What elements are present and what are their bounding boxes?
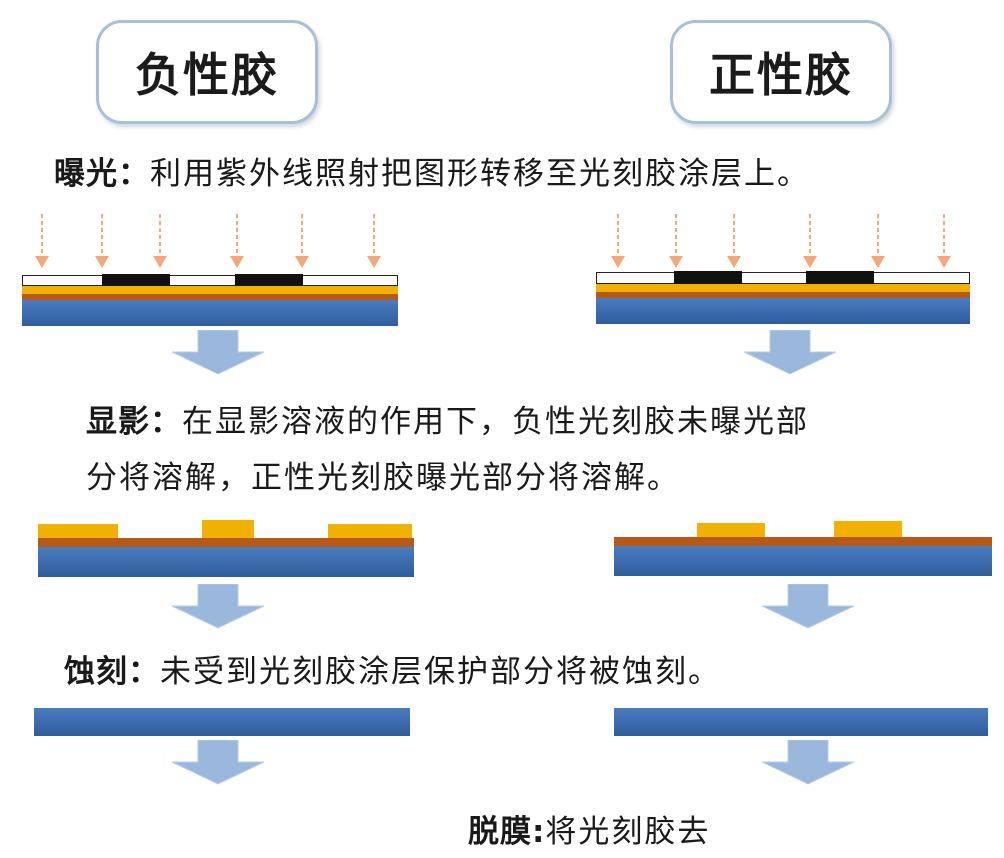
development-term: 显影 [86,404,150,440]
etching-sep: ： [128,654,160,690]
substrate-layer [22,300,398,326]
etched-substrate-positive [614,708,988,736]
uv-light-icon [611,214,951,268]
etching-step-text: 蚀刻：未受到光刻胶涂层保护部分将被蚀刻。 [64,646,721,691]
stripping-term: 脱膜 [468,814,532,850]
flow-arrow-icon [761,584,855,629]
photoresist-pattern [202,520,254,538]
negative-resist-heading: 负性胶 [96,20,318,124]
etching-desc: 未受到光刻胶涂层保护部分将被蚀刻。 [160,654,721,690]
photoresist-pattern [328,524,412,538]
development-sep: ： [150,404,182,440]
etched-substrate-negative [34,708,410,736]
substrate-layer [614,546,992,576]
flow-arrow-icon [171,740,265,785]
stripping-sep: : [532,814,546,850]
substrate-layer [596,298,970,324]
exposure-sep: ： [118,156,150,192]
film-layer [596,292,970,298]
film-layer [38,538,414,547]
exposure-step-text: 曝光：利用紫外线照射把图形转移至光刻胶涂层上。 [54,148,810,193]
photoresist-layer [22,286,398,294]
flow-arrow-icon [171,584,265,629]
photoresist-pattern [697,523,765,537]
exposure-term: 曝光 [54,156,118,192]
stripping-step-text: 脱膜:将光刻胶去 [468,806,710,851]
development-step-text-cont: 分将溶解，正性光刻胶曝光部分将溶解。 [86,452,680,497]
substrate-layer [38,547,414,577]
photomask [22,275,398,286]
positive-resist-heading-label: 正性胶 [709,48,853,102]
film-layer [614,537,992,546]
flow-arrow-icon [171,330,265,375]
flow-arrow-icon [743,330,837,375]
positive-resist-heading: 正性胶 [670,20,892,124]
development-desc-line1: 在显影溶液的作用下，负性光刻胶未曝光部 [182,404,809,440]
photoresist-pattern [834,521,902,537]
film-layer [22,294,398,300]
development-desc-line2: 分将溶解，正性光刻胶曝光部分将溶解。 [86,460,680,496]
mask-opaque-region [235,274,303,287]
etching-term: 蚀刻 [64,654,128,690]
negative-resist-heading-label: 负性胶 [135,48,279,102]
development-step-text: 显影：在显影溶液的作用下，负性光刻胶未曝光部 [86,396,809,441]
uv-light-icon [35,214,381,268]
uv-arrows-positive [611,214,951,268]
exposure-desc: 利用紫外线照射把图形转移至光刻胶涂层上。 [150,156,810,192]
photoresist-pattern [38,524,118,538]
photomask [596,272,970,284]
mask-opaque-region [806,271,874,285]
uv-arrows-negative [35,214,381,268]
mask-opaque-region [674,271,742,285]
flow-arrow-icon [761,740,855,785]
photoresist-layer [596,284,970,292]
mask-opaque-region [102,274,170,287]
stripping-desc: 将光刻胶去 [545,814,711,850]
